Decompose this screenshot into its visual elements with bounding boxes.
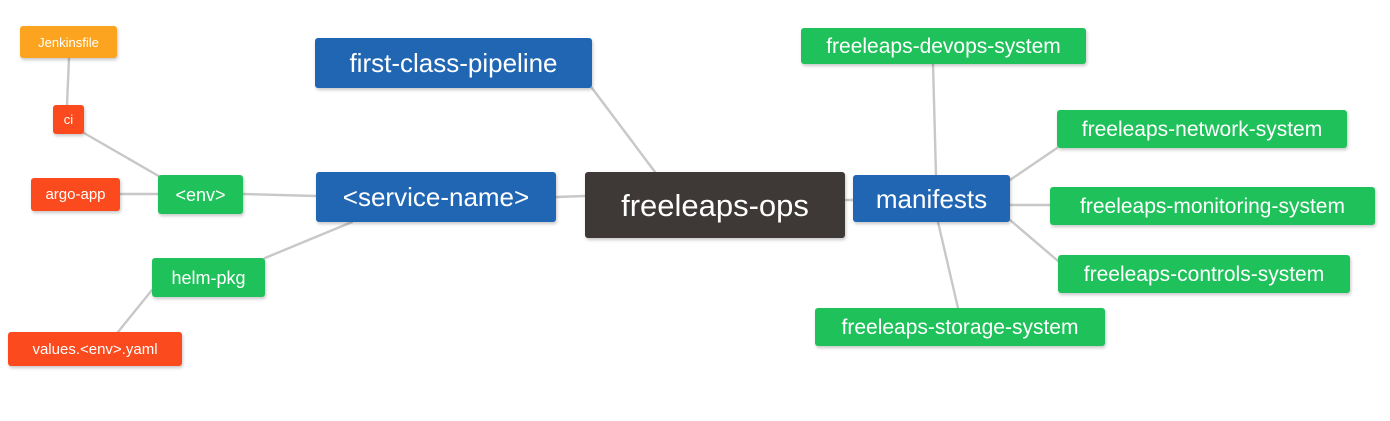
node-label-values-env-yaml: values.<env>.yaml [32, 340, 158, 358]
node-freeleaps-ops[interactable]: freeleaps-ops [585, 172, 845, 238]
node-helm-pkg[interactable]: helm-pkg [152, 258, 265, 297]
node-label-env: <env> [175, 184, 226, 205]
node-label-freeleaps-monitoring-system: freeleaps-monitoring-system [1080, 194, 1345, 218]
node-label-ci: ci [63, 112, 74, 127]
node-label-freeleaps-devops-system: freeleaps-devops-system [826, 34, 1061, 58]
node-label-service-name: <service-name> [342, 182, 530, 212]
node-env[interactable]: <env> [158, 175, 243, 214]
edge-freeleaps-ops-to-first-class-pipeline [590, 86, 657, 174]
node-values-env-yaml[interactable]: values.<env>.yaml [8, 332, 182, 366]
edge-helm-pkg-to-values-env-yaml [116, 288, 154, 334]
node-freeleaps-devops-system[interactable]: freeleaps-devops-system [801, 28, 1086, 64]
node-label-helm-pkg: helm-pkg [171, 267, 246, 288]
node-label-freeleaps-ops: freeleaps-ops [621, 187, 809, 223]
edge-ci-to-jenkinsfile [65, 56, 71, 107]
node-label-argo-app: argo-app [45, 186, 106, 203]
edge-env-to-ci [82, 131, 164, 180]
node-argo-app[interactable]: argo-app [31, 178, 120, 211]
node-freeleaps-monitoring-system[interactable]: freeleaps-monitoring-system [1050, 187, 1375, 225]
node-first-class-pipeline[interactable]: first-class-pipeline [315, 38, 592, 88]
node-jenkinsfile[interactable]: Jenkinsfile [20, 26, 117, 58]
node-manifests[interactable]: manifests [853, 175, 1010, 222]
node-freeleaps-storage-system[interactable]: freeleaps-storage-system [815, 308, 1105, 346]
edge-manifests-to-freeleaps-devops-system [931, 62, 938, 177]
edge-manifests-to-freeleaps-storage-system [936, 220, 960, 310]
edge-service-name-to-env [241, 192, 318, 198]
node-label-first-class-pipeline: first-class-pipeline [349, 48, 558, 78]
node-freeleaps-controls-system[interactable]: freeleaps-controls-system [1058, 255, 1350, 293]
edge-freeleaps-ops-to-service-name [554, 194, 587, 199]
edge-service-name-to-helm-pkg [263, 220, 354, 260]
node-ci[interactable]: ci [53, 105, 84, 134]
node-label-freeleaps-controls-system: freeleaps-controls-system [1083, 262, 1325, 286]
node-service-name[interactable]: <service-name> [316, 172, 556, 222]
node-label-jenkinsfile: Jenkinsfile [38, 34, 99, 50]
edge-manifests-to-freeleaps-network-system [1008, 146, 1059, 182]
node-freeleaps-network-system[interactable]: freeleaps-network-system [1057, 110, 1347, 148]
node-label-manifests: manifests [875, 183, 988, 214]
node-label-freeleaps-storage-system: freeleaps-storage-system [841, 315, 1079, 339]
edge-manifests-to-freeleaps-controls-system [1008, 218, 1060, 263]
node-label-freeleaps-network-system: freeleaps-network-system [1081, 117, 1323, 141]
